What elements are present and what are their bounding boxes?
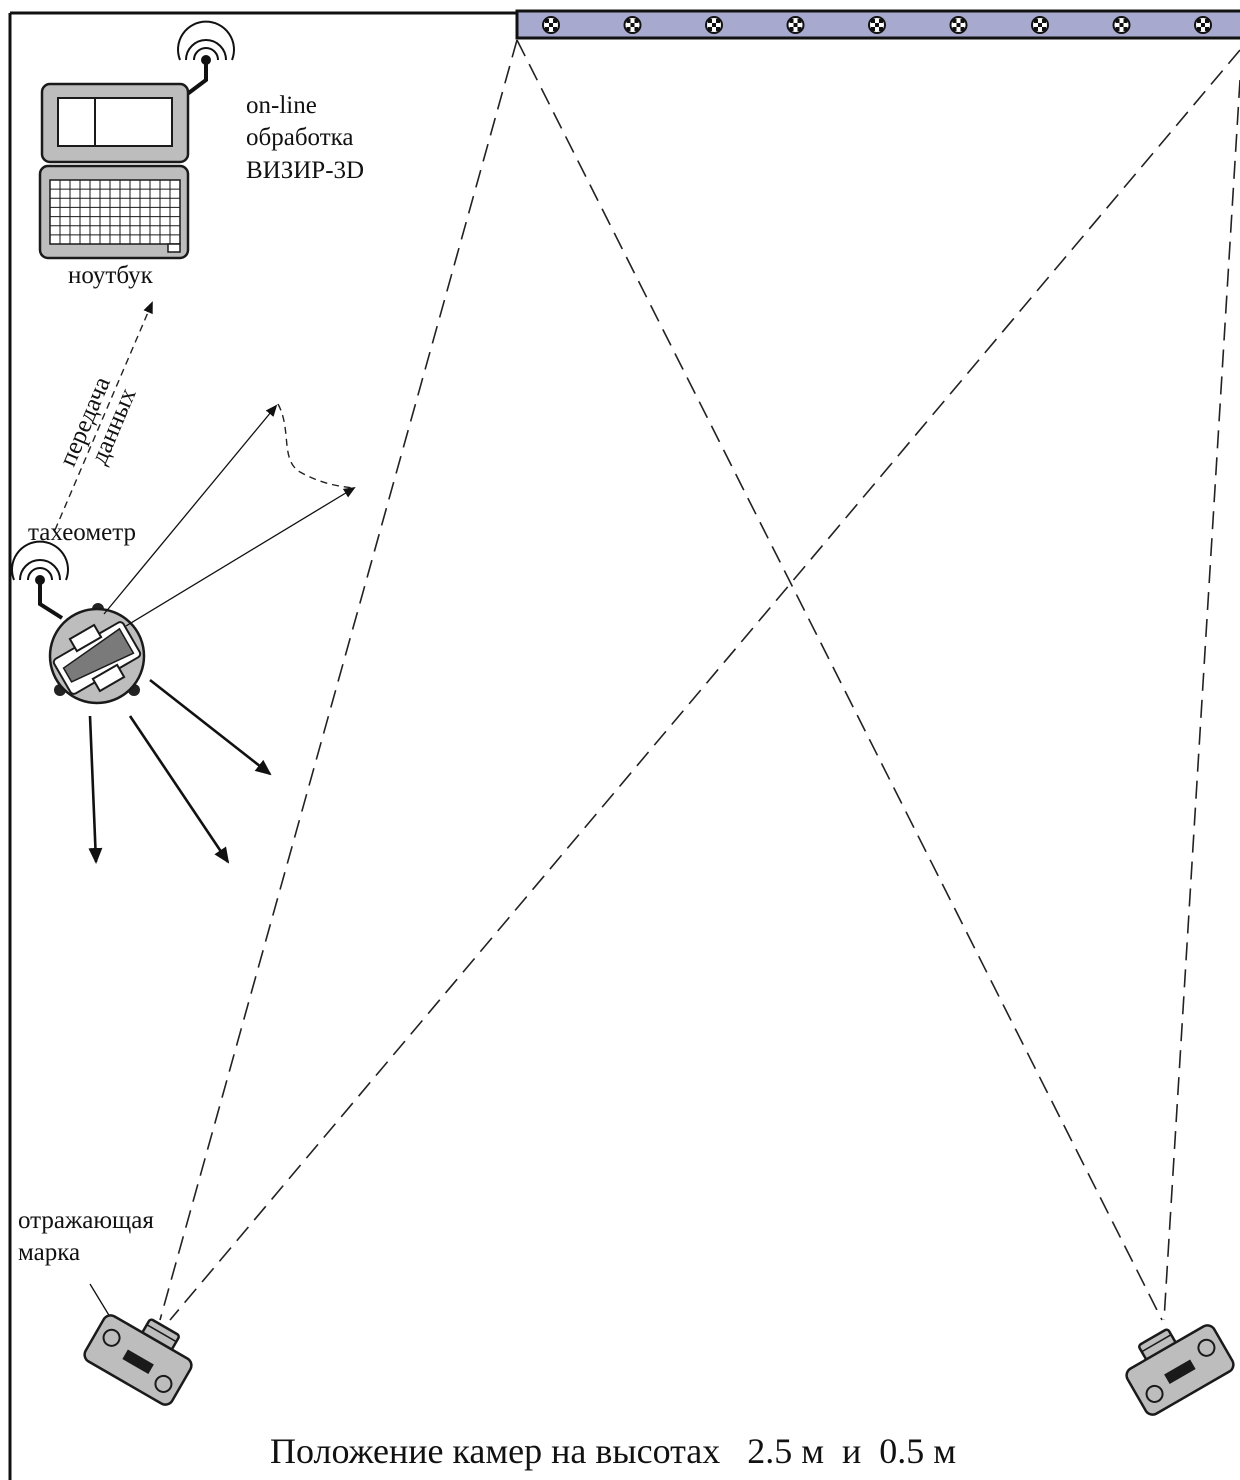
ray-down-middle (128, 715, 230, 864)
reflector-label-line2: марка (18, 1239, 80, 1266)
online-label-line2: обработка (246, 124, 354, 151)
camera-icon (83, 1314, 193, 1406)
data-transfer-label: передача данных (54, 373, 142, 470)
laptop-icon (38, 20, 235, 260)
ray-down-right (149, 678, 272, 776)
surface-profile-curve (277, 403, 355, 489)
ray-to-point-2 (125, 486, 356, 627)
camera-sightlines (159, 39, 1240, 1321)
room-walls (8, 11, 516, 1480)
target-marker-icon (1112, 16, 1131, 34)
online-label-line3: ВИЗИР-3D (246, 157, 364, 184)
left-camera-sightline-left (159, 39, 518, 1321)
target-marker-icon (1031, 16, 1049, 34)
ray-to-point-1 (103, 404, 278, 615)
target-marker-icon (542, 16, 560, 34)
target-markers (542, 16, 1212, 34)
target-marker-icon (786, 16, 805, 34)
right-camera-sightline-left (516, 39, 1163, 1321)
right-camera-sightline-right (1163, 79, 1240, 1321)
total-station-icon (11, 540, 146, 705)
target-marker-icon (705, 16, 723, 34)
antenna-icon (177, 20, 235, 97)
notebook-label: ноутбук (68, 262, 154, 289)
antenna-icon (11, 540, 69, 620)
target-bar (515, 9, 1240, 40)
camera-icon (1125, 1324, 1235, 1416)
online-label-line1: on-line (246, 92, 317, 119)
keyboard (49, 179, 181, 253)
target-marker-icon (1194, 16, 1212, 34)
data-transfer-arrow (54, 301, 153, 531)
ray-down-left (88, 715, 103, 864)
measurement-rays (88, 403, 356, 864)
target-marker-icon (623, 16, 642, 34)
caption: Положение камер на высотах 2.5 м и 0.5 м (270, 1431, 956, 1471)
target-marker-icon (949, 16, 968, 34)
target-marker-icon (868, 16, 886, 34)
left-camera-sightline-right (169, 49, 1240, 1321)
reflector-label-line1: отражающая (18, 1207, 154, 1234)
